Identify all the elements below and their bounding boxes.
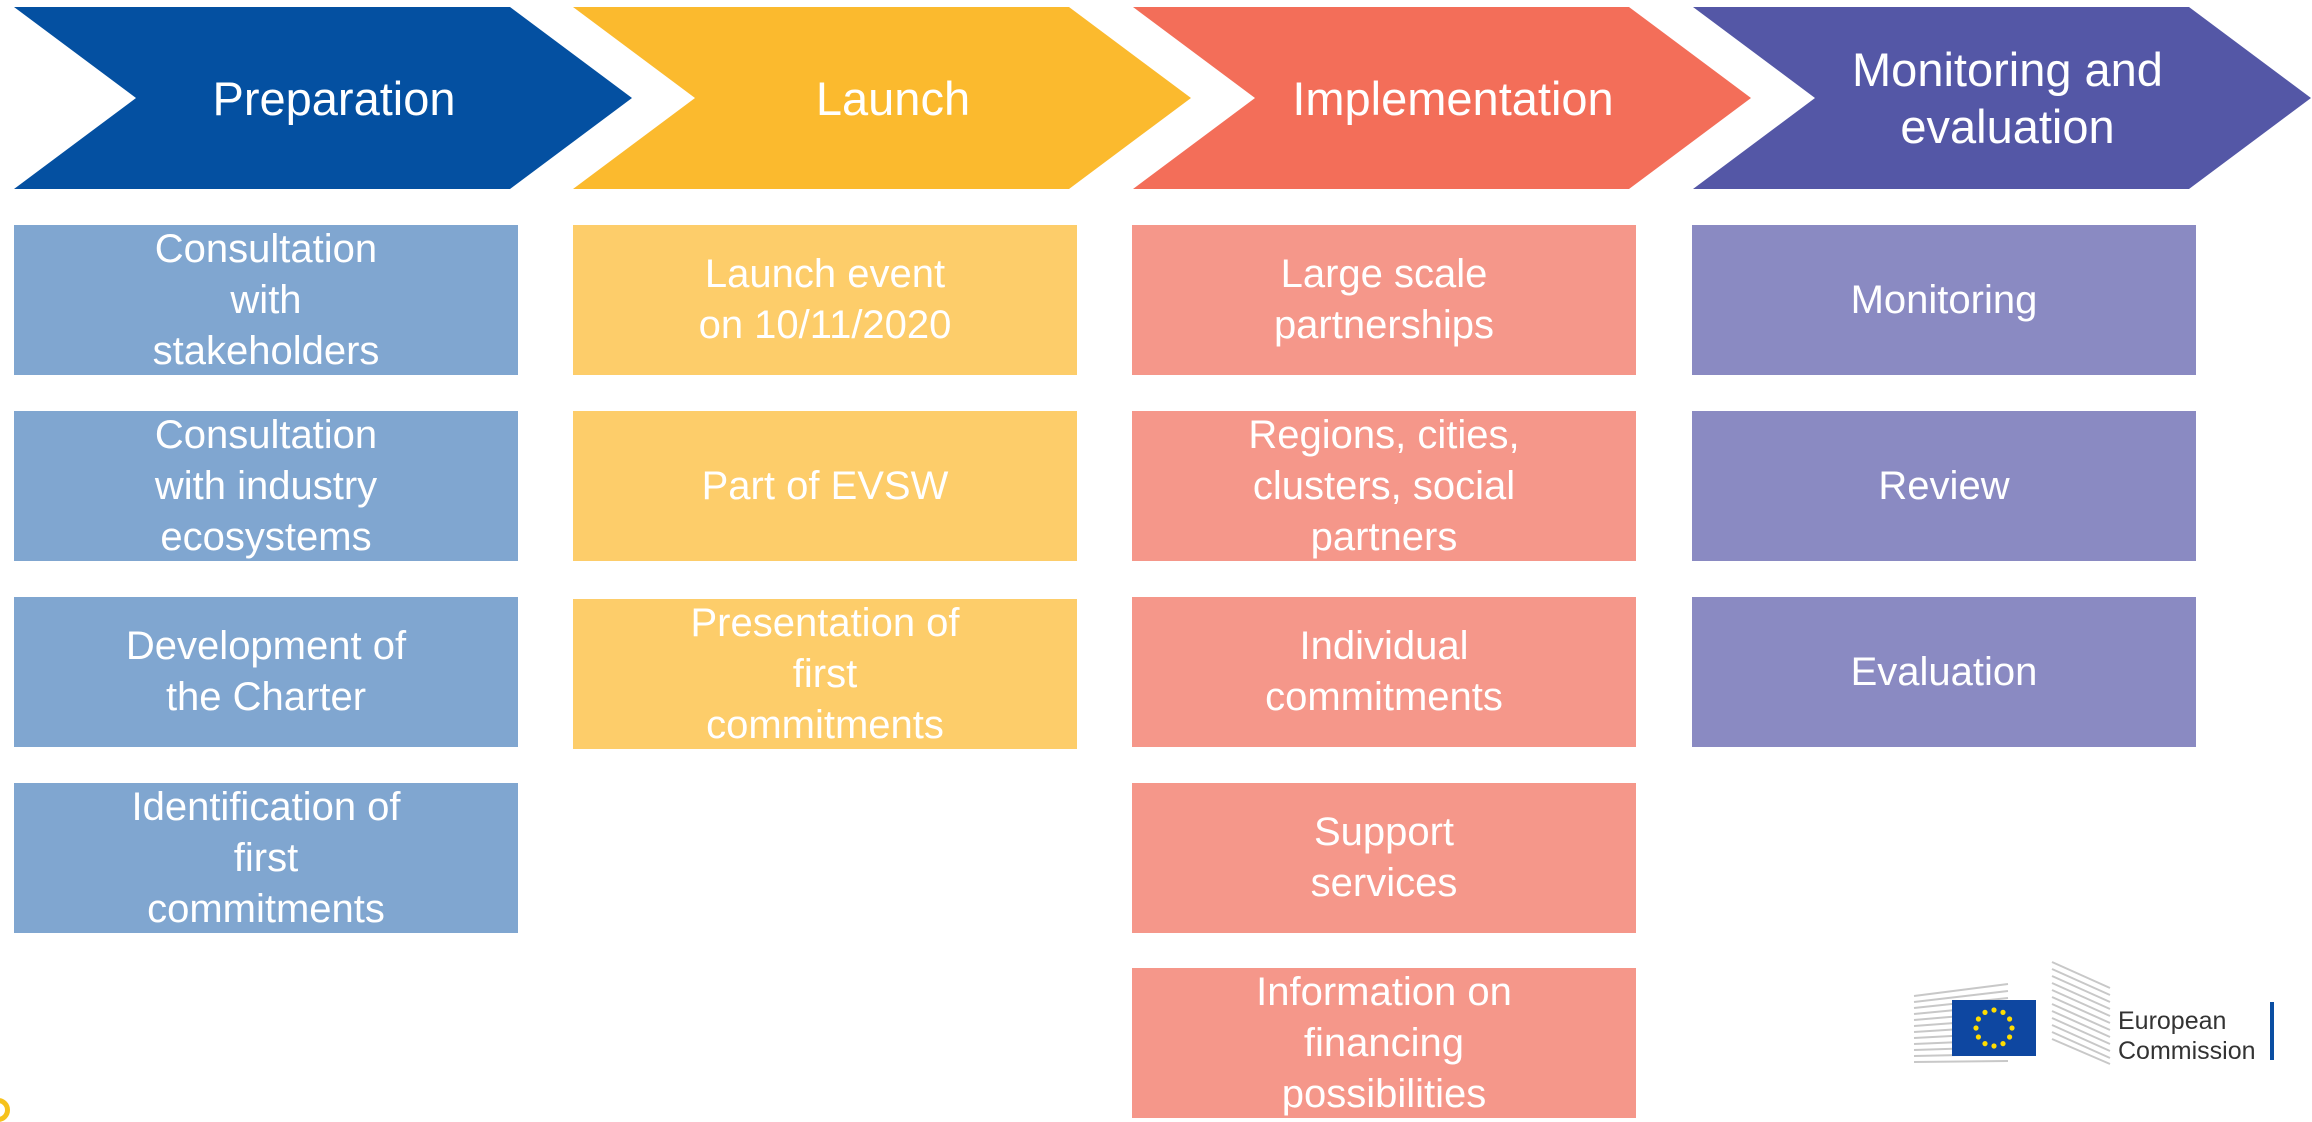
- implementation-step-2: Regions, cities, clusters, social partne…: [1132, 411, 1636, 561]
- chevron-launch: Launch: [573, 7, 1203, 189]
- implementation-step-4: Support services: [1132, 783, 1636, 933]
- preparation-step-1: Consultation with stakeholders: [14, 225, 518, 375]
- preparation-step-3: Development of the Charter: [14, 597, 518, 747]
- implementation-step-3: Individual commitments: [1132, 597, 1636, 747]
- phase-title-preparation: Preparation: [212, 71, 456, 125]
- preparation-step-4: Identification of first commitments: [14, 783, 518, 933]
- preparation-step-2: Consultation with industry ecosystems: [14, 411, 518, 561]
- phase-title-monitoring: Monitoring and evaluation: [1852, 43, 2163, 153]
- chevron-preparation: Preparation: [14, 7, 644, 189]
- launch-step-1: Launch event on 10/11/2020: [573, 225, 1077, 375]
- launch-step-3: Presentation of first commitments: [573, 599, 1077, 749]
- monitoring-step-3: Evaluation: [1692, 597, 2196, 747]
- chevron-monitoring: Monitoring and evaluation: [1693, 7, 2312, 189]
- european-commission-logo: European Commission: [1912, 960, 2277, 1068]
- logo-wordmark: European Commission: [2118, 1006, 2256, 1066]
- monitoring-step-2: Review: [1692, 411, 2196, 561]
- implementation-step-1: Large scale partnerships: [1132, 225, 1636, 375]
- phase-title-launch: Launch: [815, 71, 971, 125]
- logo-line-2: Commission: [2118, 1037, 2256, 1065]
- logo-accent-bar: [2270, 1002, 2274, 1060]
- corner-decoration: [0, 1098, 10, 1122]
- commission-building-icon: [1913, 961, 2111, 1065]
- phase-title-implementation: Implementation: [1292, 71, 1614, 125]
- launch-step-2: Part of EVSW: [573, 411, 1077, 561]
- implementation-step-5: Information on financing possibilities: [1132, 968, 1636, 1118]
- logo-line-1: European: [2118, 1007, 2227, 1035]
- chevron-implementation: Implementation: [1133, 7, 1763, 189]
- monitoring-step-1: Monitoring: [1692, 225, 2196, 375]
